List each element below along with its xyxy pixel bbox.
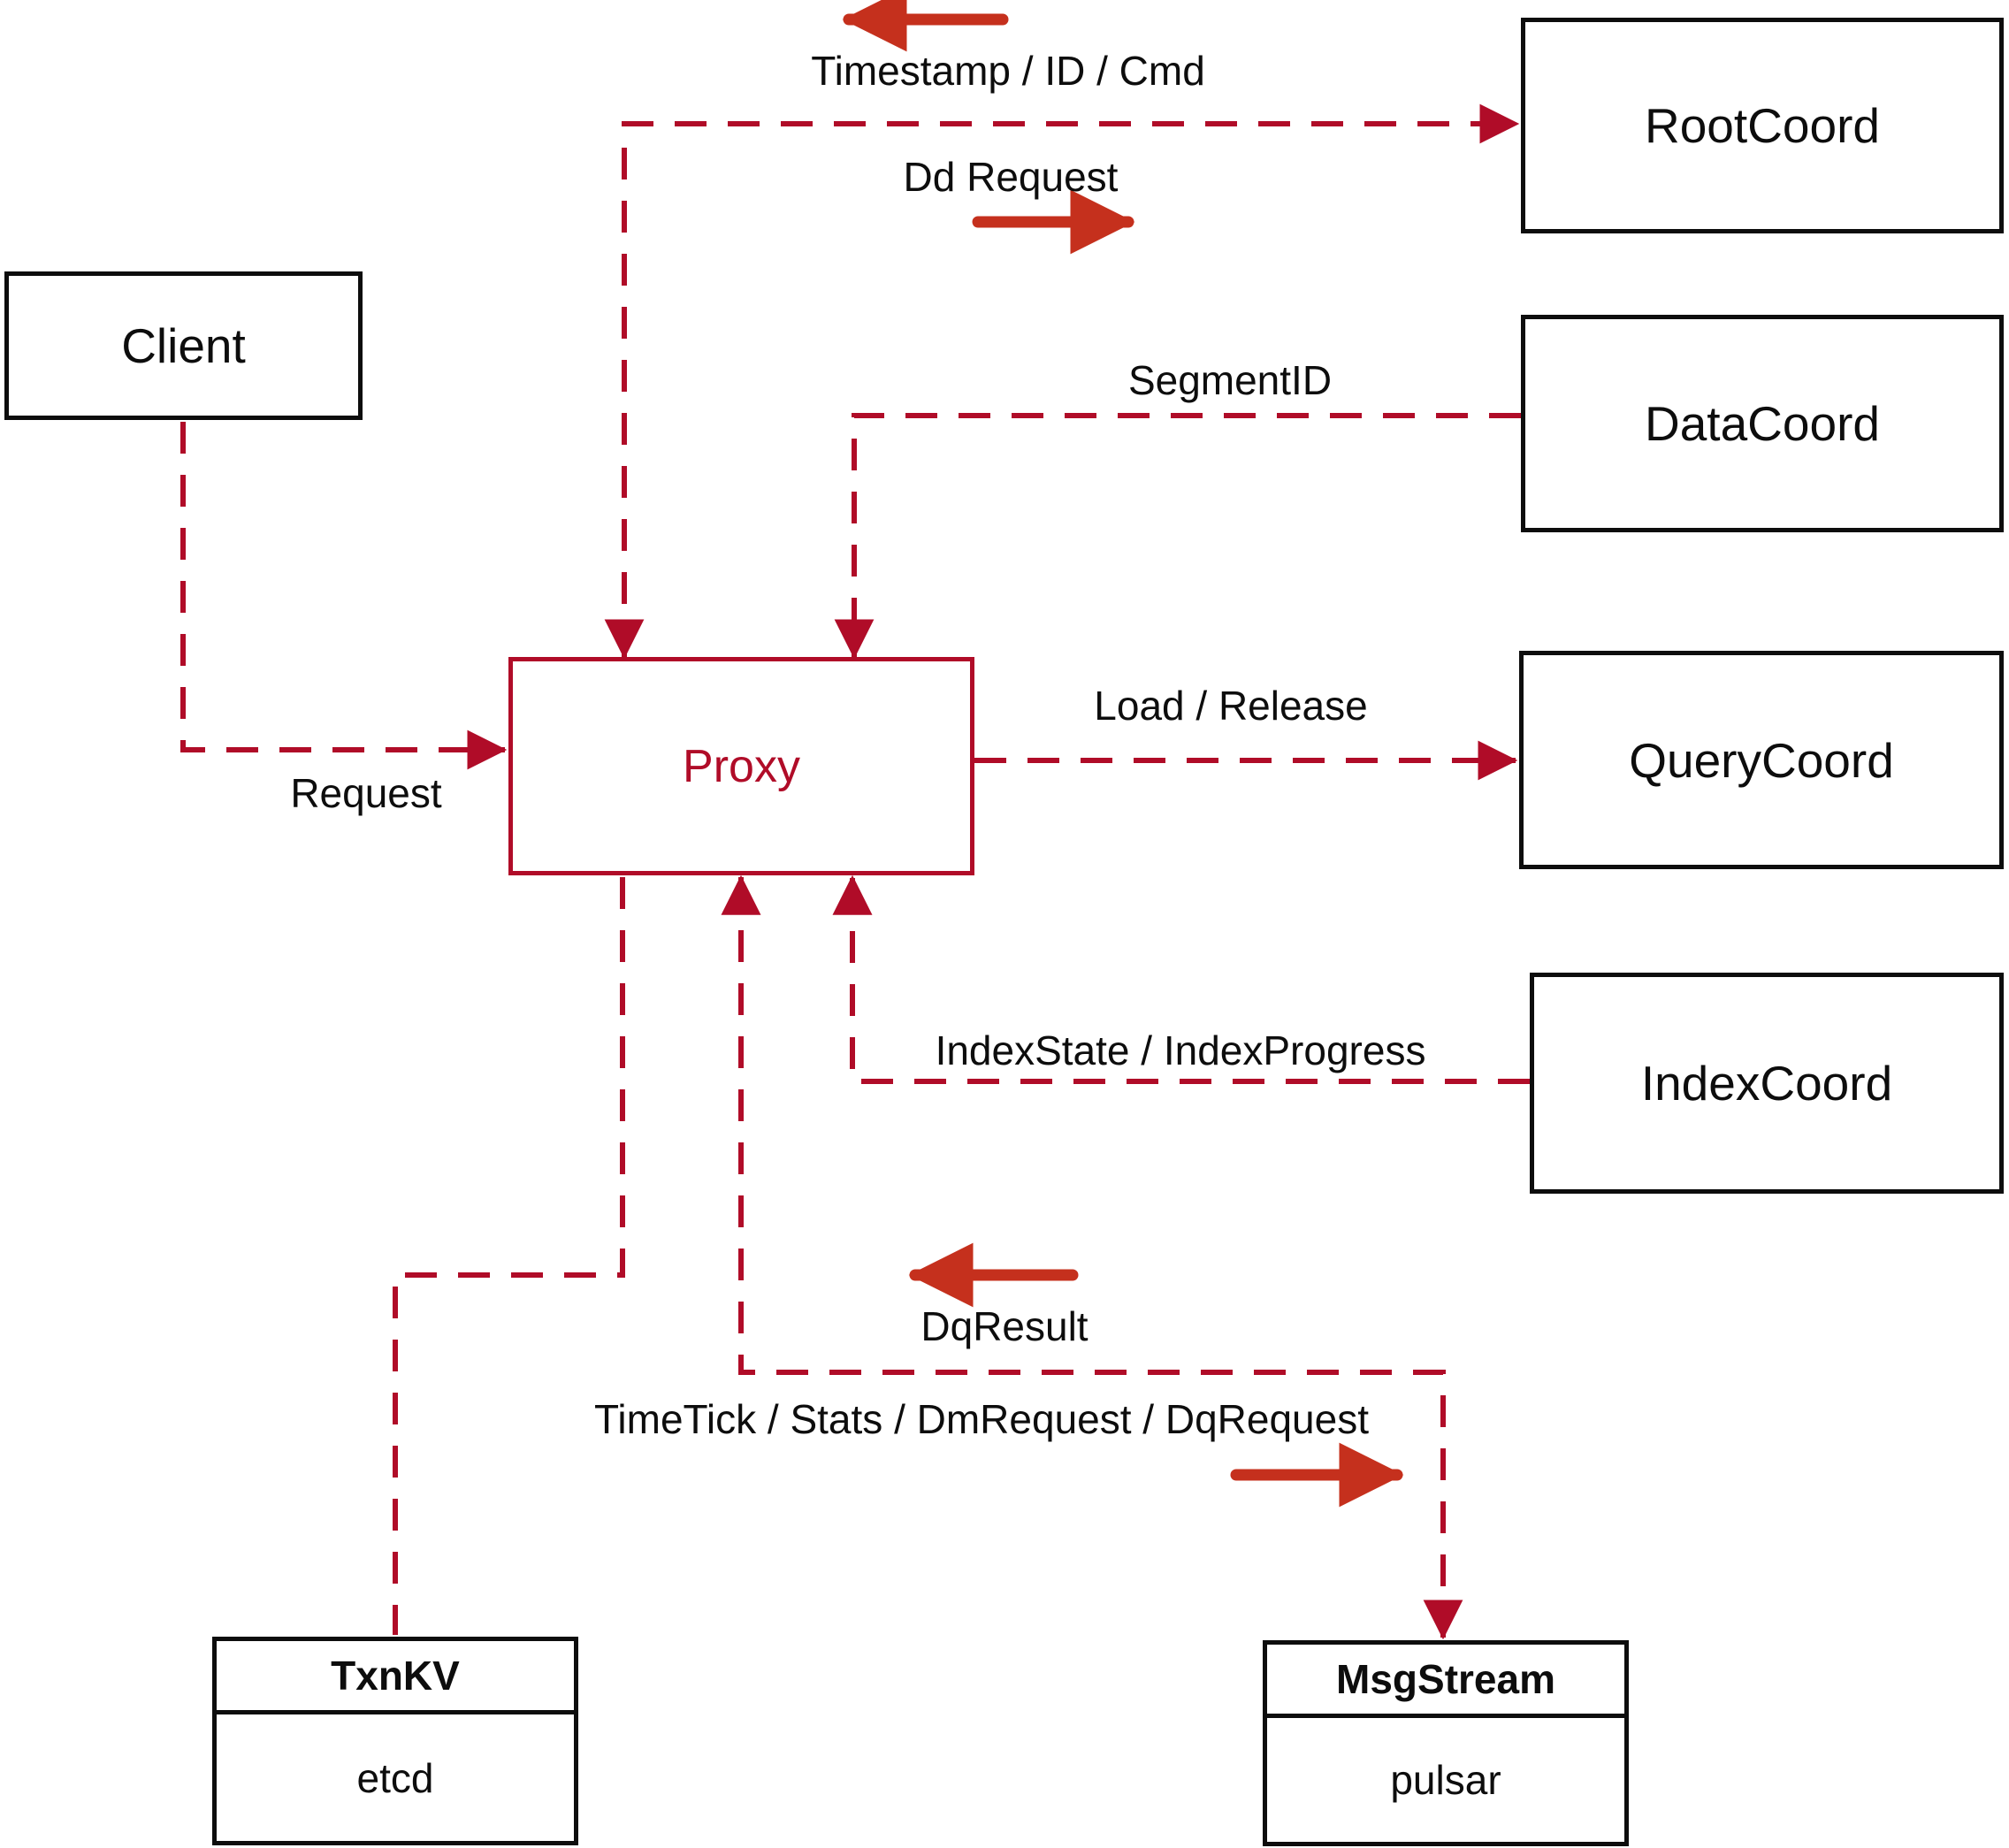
- node-proxy-label: Proxy: [683, 740, 800, 792]
- edge-datacoord-proxy: [834, 413, 1521, 660]
- node-txnkv-title: TxnKV: [217, 1641, 574, 1714]
- node-msgstream: MsgStream pulsar: [1263, 1640, 1629, 1846]
- node-indexcoord: IndexCoord: [1530, 973, 2004, 1194]
- node-msgstream-title: MsgStream: [1267, 1645, 1624, 1718]
- node-proxy: Proxy: [508, 657, 974, 875]
- node-indexcoord-label: IndexCoord: [1640, 1056, 1893, 1111]
- node-datacoord-label: DataCoord: [1645, 396, 1880, 451]
- edge-proxy-txnkv: [393, 877, 625, 1635]
- node-querycoord-label: QueryCoord: [1629, 732, 1894, 788]
- edge-label-indexstate: IndexState / IndexProgress: [935, 1027, 1426, 1073]
- node-rootcoord-label: RootCoord: [1645, 98, 1880, 153]
- edge-label-segmentid: SegmentID: [1127, 357, 1333, 403]
- node-client-label: Client: [121, 318, 246, 373]
- edge-label-timestamp-id-cmd: Timestamp / ID / Cmd: [811, 48, 1205, 94]
- edge-proxy-msgstream: [721, 874, 1463, 1640]
- edge-label-load-release: Load / Release: [1094, 683, 1368, 729]
- edge-client-proxy: [180, 422, 508, 770]
- edge-label-timetick: TimeTick / Stats / DmRequest / DqRequest: [594, 1396, 1369, 1442]
- node-datacoord: DataCoord: [1521, 315, 2004, 532]
- node-txnkv-impl: etcd: [356, 1754, 434, 1801]
- node-client: Client: [4, 271, 363, 420]
- edge-proxy-rootcoord: [604, 103, 1520, 660]
- node-msgstream-impl: pulsar: [1390, 1757, 1501, 1803]
- node-querycoord: QueryCoord: [1519, 651, 2004, 869]
- node-rootcoord: RootCoord: [1521, 18, 2004, 233]
- edge-label-request: Request: [290, 770, 442, 816]
- edge-label-dd-request: Dd Request: [903, 154, 1119, 200]
- node-txnkv: TxnKV etcd: [212, 1637, 578, 1845]
- edge-label-dqresult: DqResult: [920, 1303, 1089, 1349]
